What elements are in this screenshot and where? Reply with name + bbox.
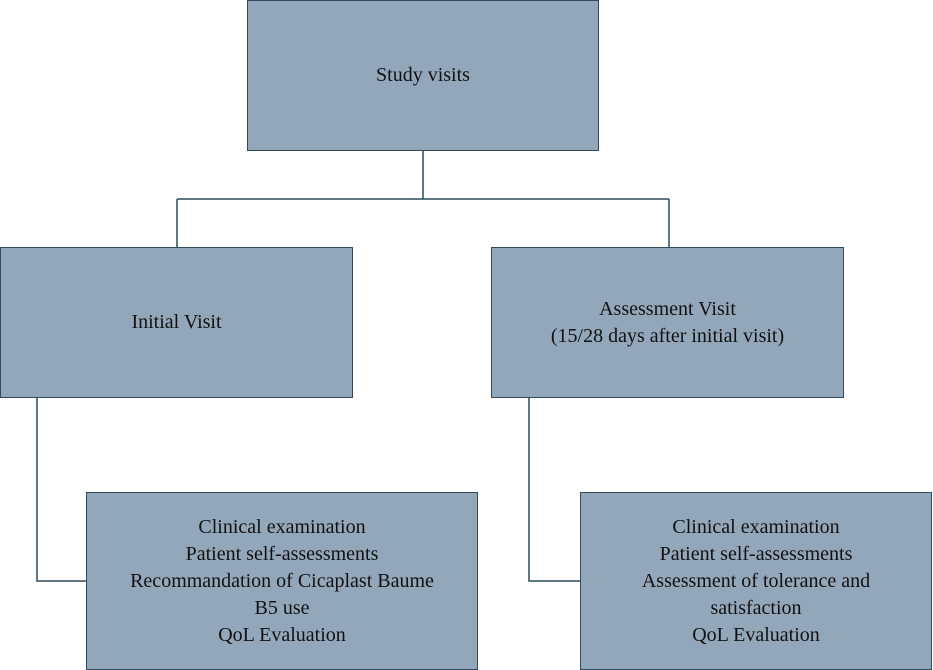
assessment-detail-item: Patient self-assessments	[659, 542, 853, 565]
assessment-detail-item: Assessment of tolerance and	[641, 569, 871, 592]
connector-initial-to-details	[36, 398, 86, 582]
study-visits-label: Study visits	[376, 64, 470, 86]
initial-detail-item: B5 use	[254, 596, 310, 619]
assessment-detail-item: satisfaction	[710, 596, 802, 619]
initial-visit-label: Initial Visit	[131, 311, 222, 333]
assessment-visit-box: Assessment Visit (15/28 days after initi…	[491, 247, 844, 398]
assessment-detail-item: Clinical examination	[672, 515, 840, 538]
assessment-visit-details-box: Clinical examination Patient self-assess…	[580, 492, 932, 670]
initial-detail-item: Recommandation of Cicaplast Baume	[130, 569, 434, 592]
assessment-detail-item: QoL Evaluation	[692, 623, 820, 646]
assessment-visit-label: Assessment Visit	[599, 297, 736, 320]
initial-detail-item: Patient self-assessments	[185, 542, 379, 565]
initial-detail-item: QoL Evaluation	[218, 623, 346, 646]
assessment-visit-sublabel: (15/28 days after initial visit)	[550, 324, 785, 347]
study-visits-box: Study visits	[247, 0, 599, 151]
connector-assessment-to-details	[528, 398, 580, 582]
initial-visit-box: Initial Visit	[0, 247, 353, 398]
initial-detail-item: Clinical examination	[198, 515, 366, 538]
initial-visit-details-box: Clinical examination Patient self-assess…	[86, 492, 478, 670]
